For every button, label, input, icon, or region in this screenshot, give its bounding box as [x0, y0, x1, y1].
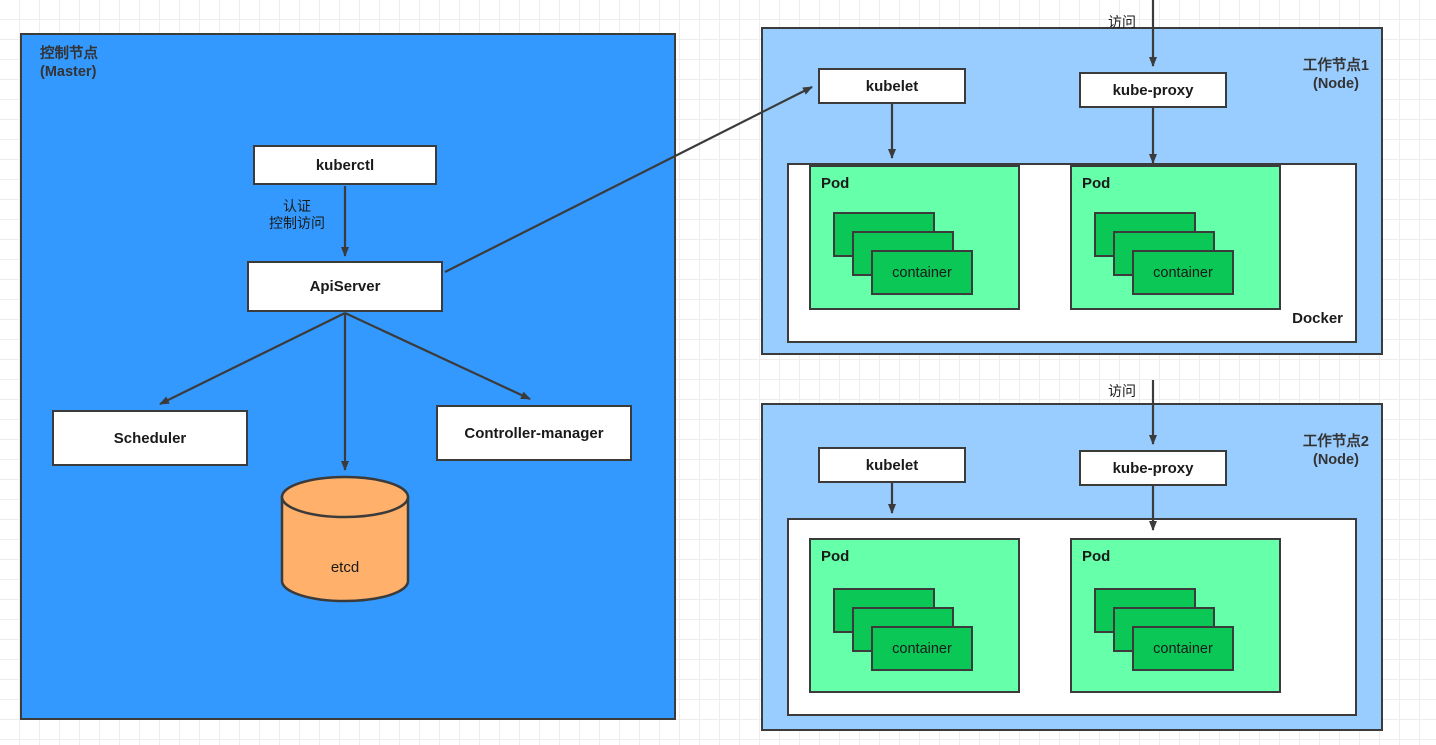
- worker-node-2-kube-proxy-label: kube-proxy: [1112, 459, 1194, 477]
- worker-node-2-pod-2-container-label: container: [1153, 640, 1213, 657]
- worker-node-1-kubelet-label: kubelet: [865, 77, 919, 95]
- master-node-title: 控制节点 (Master): [40, 46, 98, 81]
- worker-node-2-title: 工作节点2 (Node): [1302, 434, 1369, 469]
- worker-node-1-pod-1-container-front[interactable]: container: [871, 250, 973, 295]
- worker-node-2-kubelet-box[interactable]: kubelet: [818, 447, 966, 483]
- apiserver-label: ApiServer: [309, 278, 381, 295]
- etcd-cylinder[interactable]: etcd: [280, 475, 410, 603]
- kuberctl-label: kuberctl: [315, 156, 375, 174]
- worker-node-2-kubelet-label: kubelet: [865, 456, 919, 474]
- worker-node-1-access-label: 访问: [1108, 14, 1136, 30]
- kuberctl-box[interactable]: kuberctl: [253, 145, 437, 185]
- worker-node-2-pod-1-container-front[interactable]: container: [871, 626, 973, 671]
- worker-node-1-title: 工作节点1 (Node): [1302, 58, 1369, 93]
- worker-node-1-pod-2[interactable]: Pod container: [1070, 165, 1281, 310]
- worker-node-1-pod-2-container-label: container: [1153, 264, 1213, 281]
- controller-manager-label: Controller-manager: [464, 424, 604, 442]
- worker-node-1-kubelet-box[interactable]: kubelet: [818, 68, 966, 104]
- master-node-region[interactable]: 控制节点 (Master): [20, 33, 676, 720]
- worker-node-2-pod-2-label: Pod: [1082, 548, 1111, 565]
- scheduler-label: Scheduler: [113, 429, 187, 447]
- worker-node-2-access-label: 访问: [1108, 383, 1136, 399]
- worker-node-1-pod-1-container-label: container: [892, 264, 952, 281]
- worker-node-1-kube-proxy-label: kube-proxy: [1112, 81, 1194, 99]
- worker-node-1-kube-proxy-box[interactable]: kube-proxy: [1079, 72, 1227, 108]
- worker-node-2-pod-1[interactable]: Pod container: [809, 538, 1020, 693]
- etcd-label: etcd: [330, 559, 360, 576]
- controller-manager-box[interactable]: Controller-manager: [436, 405, 632, 461]
- worker-node-1-pod-1-label: Pod: [821, 175, 850, 192]
- scheduler-box[interactable]: Scheduler: [52, 410, 248, 466]
- apiserver-box[interactable]: ApiServer: [247, 261, 443, 312]
- worker-node-1-pod-1[interactable]: Pod container: [809, 165, 1020, 310]
- worker-node-1-docker-label: Docker: [1292, 310, 1343, 327]
- worker-node-2-kube-proxy-box[interactable]: kube-proxy: [1079, 450, 1227, 486]
- worker-node-2-pod-2[interactable]: Pod container: [1070, 538, 1281, 693]
- worker-node-2-pod-1-label: Pod: [821, 548, 850, 565]
- etcd-shape-icon: [280, 475, 410, 603]
- worker-node-2-pod-1-container-label: container: [892, 640, 952, 657]
- worker-node-2-pod-2-container-front[interactable]: container: [1132, 626, 1234, 671]
- worker-node-1-pod-2-label: Pod: [1082, 175, 1111, 192]
- auth-edge-label: 认证 控制访问: [269, 198, 325, 231]
- worker-node-1-pod-2-container-front[interactable]: container: [1132, 250, 1234, 295]
